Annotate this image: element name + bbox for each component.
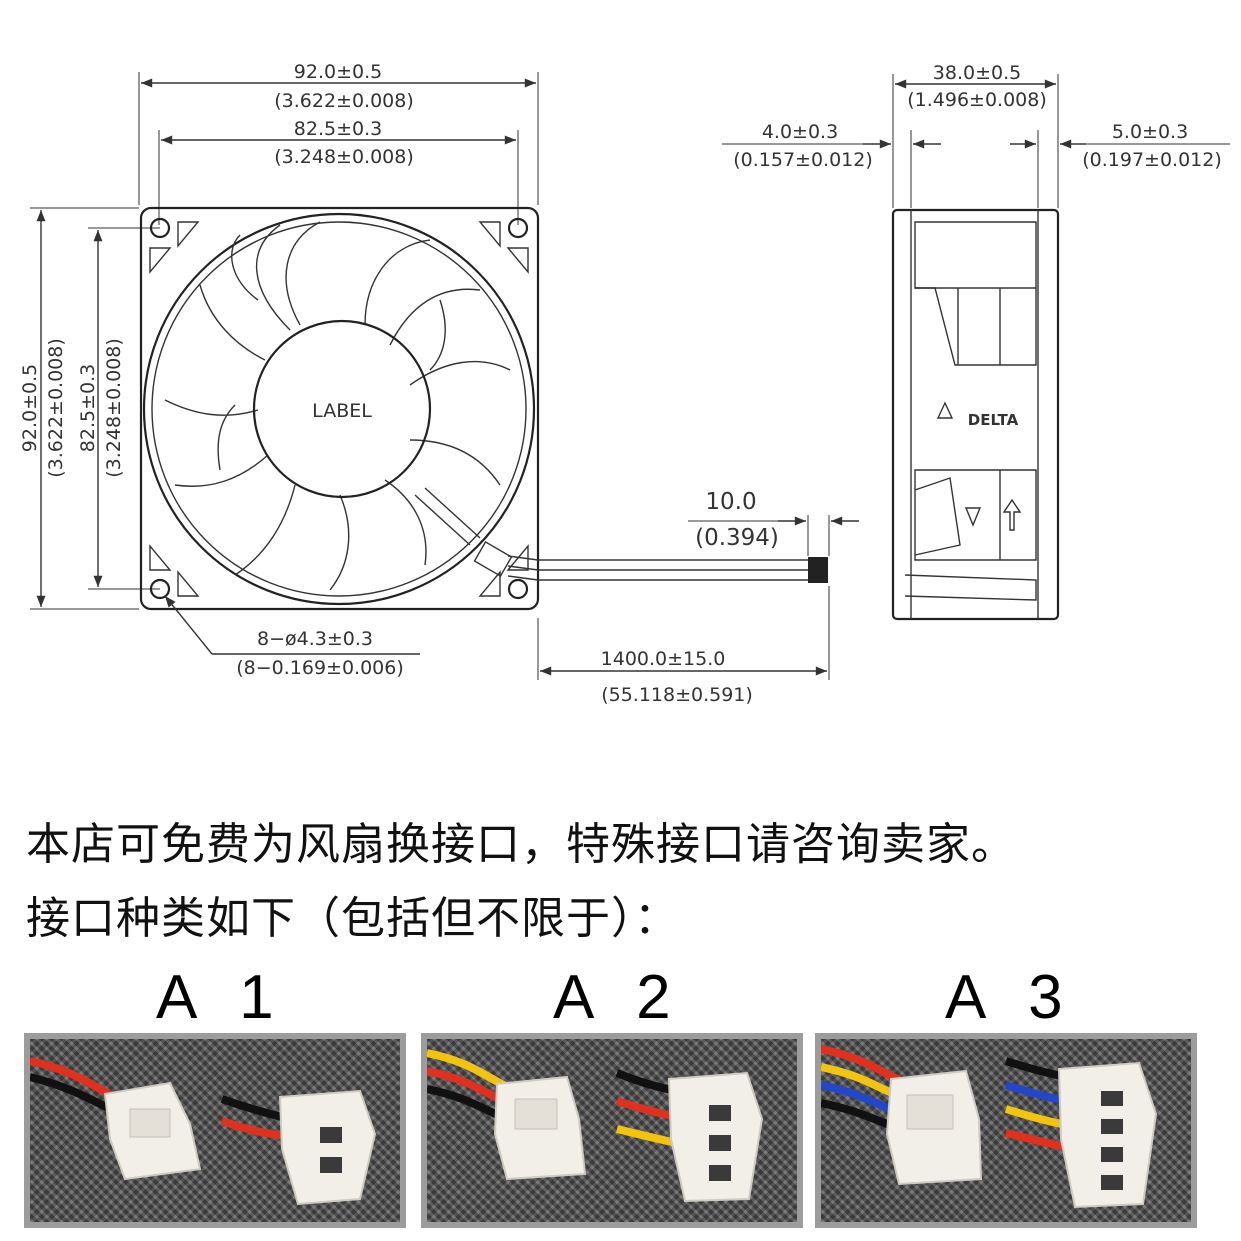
width-outer-dimension: 92.0±0.5 (3.622±0.008) bbox=[138, 61, 539, 205]
right-flange-inch: (0.197±0.012) bbox=[1082, 149, 1222, 171]
mount-hole-br bbox=[507, 578, 529, 600]
width-outer-value: 92.0±0.5 bbox=[294, 61, 382, 83]
left-flange-inch: (0.157±0.012) bbox=[733, 149, 873, 171]
fan-technical-drawing: 92.0±0.5 (3.622±0.008) 82.5±0.3 (3.248±0… bbox=[19, 61, 1230, 706]
cable-length-inch: (55.118±0.591) bbox=[601, 684, 753, 706]
mount-hole-tr bbox=[507, 217, 529, 239]
width-holes-dimension: 82.5±0.3 (3.248±0.008) bbox=[158, 118, 519, 225]
fan-side-view: DELTA bbox=[891, 208, 1060, 621]
fan-front-view: LABEL bbox=[139, 206, 540, 611]
fan-cable: 10.0 (0.394) 1400.0±15.0 (55.118±0.591) bbox=[507, 489, 859, 706]
connector-a2-illustration bbox=[427, 1049, 764, 1203]
depth-inch: (1.496±0.008) bbox=[907, 89, 1047, 111]
connector-photo-a3 bbox=[815, 1033, 1197, 1228]
mount-hole-tl bbox=[149, 217, 171, 239]
cable-connector bbox=[808, 557, 828, 583]
height-holes-inch: (3.248±0.008) bbox=[103, 338, 125, 478]
holes-value: 8−ø4.3±0.3 bbox=[257, 628, 373, 650]
holes-inch: (8−0.169±0.006) bbox=[236, 657, 404, 679]
fan-hub bbox=[252, 319, 432, 499]
side-depth-dimension: 38.0±0.5 (1.496±0.008) bbox=[892, 62, 1059, 208]
notice-line-2: 接口种类如下（包括但不限于）： bbox=[26, 893, 679, 944]
width-holes-inch: (3.248±0.008) bbox=[274, 146, 414, 168]
height-outer-value: 92.0±0.5 bbox=[19, 364, 41, 452]
cable-length-value: 1400.0±15.0 bbox=[601, 648, 726, 670]
height-holes-value: 82.5±0.3 bbox=[77, 364, 99, 452]
connector-label-a1: A 1 bbox=[156, 963, 288, 1032]
height-outer-inch: (3.622±0.008) bbox=[45, 338, 67, 478]
width-holes-value: 82.5±0.3 bbox=[294, 118, 382, 140]
connector-label-a3: A 3 bbox=[945, 963, 1077, 1032]
depth-value: 38.0±0.5 bbox=[933, 62, 1021, 84]
connector-length-inch: (0.394) bbox=[695, 525, 779, 551]
hub-label: LABEL bbox=[312, 400, 372, 422]
connector-length-value: 10.0 bbox=[705, 489, 756, 515]
width-outer-inch: (3.622±0.008) bbox=[274, 90, 414, 112]
holes-callout: 8−ø4.3±0.3 (8−0.169±0.006) bbox=[164, 595, 420, 679]
height-outer-dimension: 92.0±0.5 (3.622±0.008) bbox=[19, 207, 139, 610]
connector-a3-illustration bbox=[821, 1045, 1158, 1209]
notice-line-1: 本店可免费为风扇换接口，特殊接口请咨询卖家。 bbox=[26, 819, 1016, 870]
connector-photo-a1 bbox=[24, 1033, 406, 1228]
height-holes-dimension: 82.5±0.3 (3.248±0.008) bbox=[77, 227, 160, 590]
right-flange-dimension: 5.0±0.3 (0.197±0.012) bbox=[1010, 121, 1230, 208]
left-flange-dimension: 4.0±0.3 (0.157±0.012) bbox=[722, 121, 941, 208]
right-flange-value: 5.0±0.3 bbox=[1112, 121, 1188, 143]
left-flange-value: 4.0±0.3 bbox=[762, 121, 838, 143]
mount-hole-bl bbox=[149, 578, 171, 600]
brand-label: DELTA bbox=[968, 411, 1019, 429]
connector-photo-a2 bbox=[421, 1033, 803, 1228]
connector-label-a2: A 2 bbox=[553, 963, 685, 1032]
connector-a1-illustration bbox=[30, 1057, 377, 1206]
